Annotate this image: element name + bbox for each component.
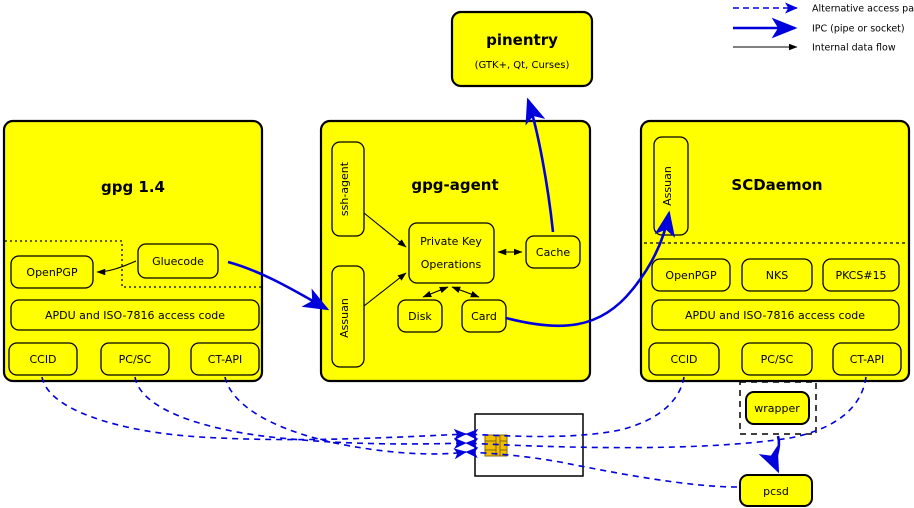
- gpg-apdu-label: APDU and ISO-7816 access code: [45, 309, 225, 322]
- alt-path-gpg-ctapi-to-smartcard: [224, 376, 467, 460]
- ipc-gpgagent-to-pinentry: [525, 97, 555, 233]
- gpgagent-private-key-operations-box: [408, 222, 495, 284]
- gpg-driver-pcsc-label: PC/SC: [119, 353, 152, 366]
- scdaemon-app-nks-box: [741, 258, 813, 292]
- node-gpg-1-4: gpg 1.4 OpenPGP Gluecode APDU and ISO-78…: [2, 119, 264, 383]
- gpg-outer-box: [2, 119, 264, 383]
- gpg-openpgp-label: OpenPGP: [26, 266, 78, 279]
- arrow-gluecode-to-openpgp: [96, 260, 137, 276]
- alt-path-gpg-pcsc-to-smartcard: [134, 376, 467, 449]
- node-pcscd: pcsd: [739, 474, 813, 507]
- gpgagent-disk-box: [397, 299, 443, 333]
- node-smartcard: [474, 413, 584, 477]
- gpgagent-ssh-agent-box: [331, 141, 365, 237]
- arrow-ssh-agent-to-private-key: [363, 212, 407, 248]
- gpg-driver-ctapi-box: [190, 342, 260, 376]
- gpgagent-title: gpg-agent: [411, 176, 498, 194]
- wrapper-label: wrapper: [754, 402, 800, 415]
- scdaemon-driver-ccid-label: CCID: [670, 353, 697, 366]
- arrow-private-key-to-disk: [422, 286, 449, 298]
- scdaemon-driver-ctapi-label: CT-API: [850, 353, 885, 366]
- gpgagent-ssh-agent-label: ssh-agent: [338, 161, 351, 216]
- ipc-gluecode-to-gpgagent-assuan: [227, 260, 330, 311]
- gpg-gluecode-box: [137, 243, 219, 279]
- scdaemon-app-pkcs15-box: [822, 258, 900, 292]
- gpgagent-disk-label: Disk: [408, 310, 432, 323]
- gpg-dotted-region: [5, 240, 261, 288]
- pcscd-box: [739, 474, 813, 507]
- gpgagent-assuan-box: [331, 265, 365, 368]
- gpg-openpgp-box: [10, 255, 94, 289]
- ipc-gpgagent-card-to-scdaemon-assuan: [505, 210, 676, 328]
- alt-path-scdaemon-ctapi-to-smartcard: [465, 376, 867, 450]
- scdaemon-driver-ctapi-box: [832, 342, 902, 376]
- pinentry-subtitle: (GTK+, Qt, Curses): [475, 60, 570, 71]
- scdaemon-app-pkcs15-label: PKCS#15: [835, 269, 886, 282]
- gpgagent-assuan-label: Assuan: [338, 298, 351, 338]
- gpgagent-card-label: Card: [471, 310, 497, 323]
- smartcard-chip-icon: [484, 434, 508, 457]
- gpg-driver-ctapi-label: CT-API: [208, 353, 243, 366]
- alternative-access-paths: [41, 376, 867, 488]
- gpg-apdu-box: [10, 299, 260, 331]
- node-wrapper: wrapper: [739, 381, 817, 435]
- alt-path-pcscd-to-smartcard: [465, 446, 738, 488]
- gpg-gluecode-label: Gluecode: [152, 255, 204, 268]
- pinentry-title: pinentry: [486, 31, 558, 49]
- scdaemon-app-nks-label: NKS: [766, 269, 788, 282]
- scdaemon-apdu-box: [651, 299, 900, 331]
- ipc-connections: [227, 97, 781, 474]
- gpg-driver-ccid-label: CCID: [29, 353, 56, 366]
- gpgagent-card-box: [461, 299, 507, 333]
- wrapper-box: [745, 391, 810, 425]
- gpg-driver-pcsc-box: [100, 342, 170, 376]
- scdaemon-driver-pcsc-label: PC/SC: [761, 353, 794, 366]
- scdaemon-driver-pcsc-box: [741, 342, 813, 376]
- node-scdaemon: SCDaemon Assuan OpenPGP NKS PKCS#15 APDU…: [639, 119, 911, 383]
- node-gpg-agent: gpg-agent ssh-agent Assuan Private Key O…: [319, 119, 592, 383]
- scdaemon-app-openpgp-box: [651, 258, 731, 292]
- node-pinentry: pinentry (GTK+, Qt, Curses): [450, 10, 594, 88]
- alt-path-gpg-ccid-to-smartcard: [41, 376, 467, 441]
- scdaemon-driver-ccid-box: [648, 342, 720, 376]
- private-key-operations-line1: Private Key: [420, 235, 482, 248]
- private-key-operations-line2: Operations: [421, 258, 482, 271]
- gpgagent-cache-label: Cache: [536, 246, 570, 259]
- arrow-private-key-to-card: [451, 286, 480, 298]
- arrow-assuan-to-private-key: [363, 272, 407, 307]
- scdaemon-app-openpgp-label: OpenPGP: [665, 269, 717, 282]
- scdaemon-assuan-label: Assuan: [661, 166, 674, 206]
- smartcard-body: [474, 413, 584, 477]
- gpgagent-cache-box: [525, 235, 581, 269]
- alt-path-scdaemon-ccid-to-smartcard: [465, 376, 685, 441]
- gpg-driver-ccid-box: [8, 342, 78, 376]
- scdaemon-title: SCDaemon: [731, 176, 822, 194]
- legend-label-internal-data-flow: Internal data flow: [812, 43, 896, 54]
- pcscd-label: pcsd: [763, 485, 789, 498]
- legend-label-ipc-pipe-or-socket: IPC (pipe or socket): [812, 24, 905, 35]
- legend-label-alternative-access-paths: Alternative access paths: [812, 4, 914, 15]
- pinentry-box: [450, 10, 594, 88]
- gpg-title: gpg 1.4: [101, 178, 165, 196]
- scdaemon-apdu-label: APDU and ISO-7816 access code: [685, 309, 865, 322]
- ipc-wrapper-to-pcscd: [758, 435, 781, 474]
- legend: Alternative access paths IPC (pipe or so…: [733, 2, 914, 54]
- wrapper-dashed-region: [739, 381, 817, 435]
